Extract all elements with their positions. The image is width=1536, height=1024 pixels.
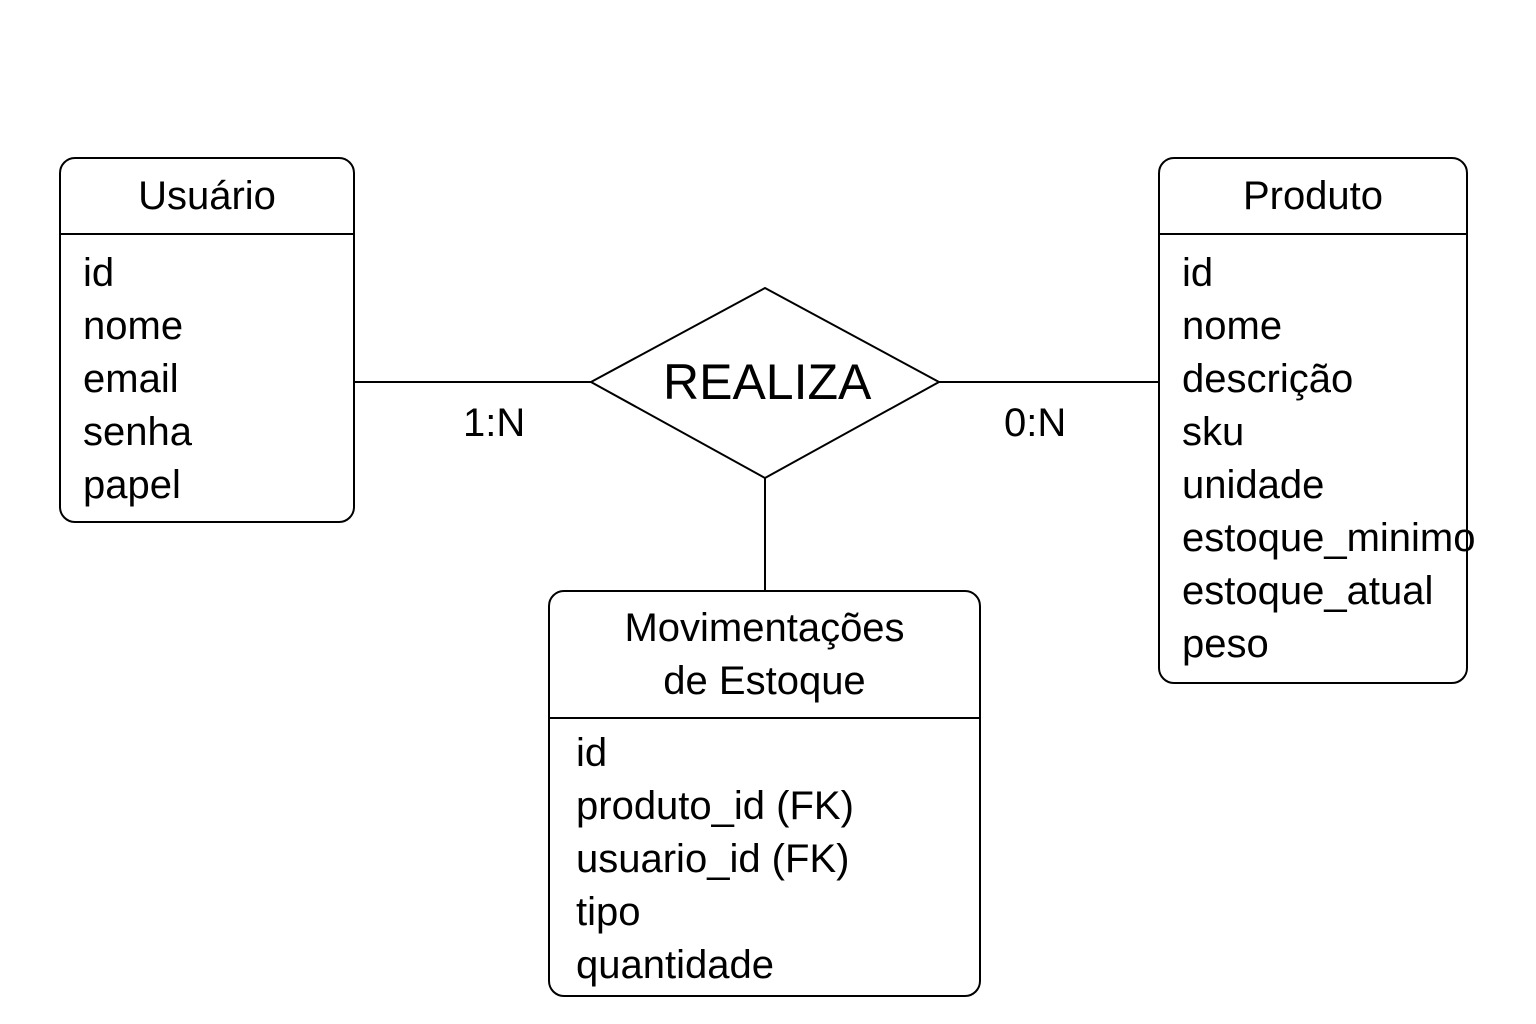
relationship-label: REALIZA	[663, 354, 872, 410]
attribute: nome	[83, 304, 184, 348]
entity-title: Movimentações de Estoque	[624, 605, 905, 703]
entity-header: Movimentações de Estoque	[550, 592, 979, 719]
attribute: id	[1182, 251, 1214, 295]
attribute: id	[83, 251, 115, 295]
entity-title: Usuário	[138, 173, 276, 218]
attribute: email	[83, 357, 179, 401]
attribute-list: id produto_id (FK) usuario_id (FK) tipo …	[550, 719, 979, 992]
entity-movimentacoes-de-estoque: Movimentações de Estoque id produto_id (…	[548, 590, 981, 997]
attribute: estoque_minimo	[1182, 516, 1476, 560]
attribute: unidade	[1182, 463, 1325, 507]
entity-produto: Produto id nome descrição sku unidade es…	[1158, 157, 1476, 684]
entity-usuario: Usuário id nome email senha papel	[59, 157, 355, 523]
attribute: tipo	[576, 890, 641, 934]
attribute: peso	[1182, 622, 1269, 666]
attribute: sku	[1182, 410, 1245, 454]
attribute: nome	[1182, 304, 1283, 348]
attribute: estoque_atual	[1182, 569, 1434, 613]
attribute: id	[576, 731, 608, 775]
entity-title: Produto	[1242, 173, 1384, 218]
attribute: produto_id (FK)	[576, 784, 854, 828]
attribute: descrição	[1182, 357, 1354, 401]
relationship-diamond	[588, 286, 942, 480]
attribute: papel	[83, 463, 181, 507]
attribute-list: id nome email senha papel	[61, 235, 353, 512]
attribute: quantidade	[576, 943, 774, 987]
entity-header: Usuário	[61, 159, 353, 235]
entity-header: Produto	[1160, 159, 1466, 235]
attribute-list: id nome descrição sku unidade estoque_mi…	[1160, 235, 1476, 671]
attribute: usuario_id (FK)	[576, 837, 850, 881]
attribute: senha	[83, 410, 192, 454]
cardinality-right: 0:N	[1004, 401, 1067, 445]
cardinality-left: 1:N	[463, 401, 526, 445]
